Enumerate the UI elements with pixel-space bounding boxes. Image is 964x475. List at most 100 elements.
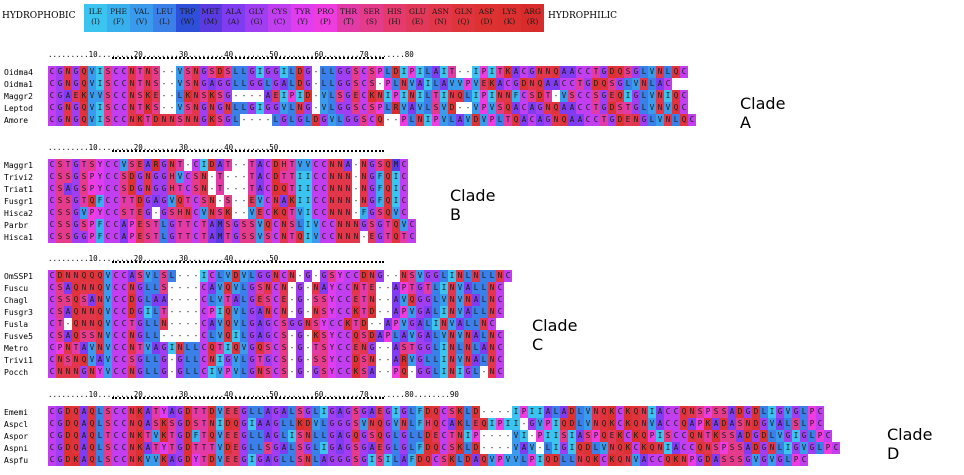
residue-cell: I <box>96 78 104 90</box>
residue-cell: A <box>672 442 680 454</box>
residue-cell: A <box>120 219 128 231</box>
residue-cell: C <box>320 219 328 231</box>
sequence-name: Ememi <box>4 407 29 417</box>
residue-cell: C <box>400 183 408 195</box>
residue-cell: L <box>280 430 288 442</box>
residue-cell: I <box>648 406 656 418</box>
residue-cell: V <box>632 78 640 90</box>
residue-cell: G <box>136 318 144 330</box>
residue-cell: Q <box>376 430 384 442</box>
legend-aa-code: (Q) <box>457 17 470 26</box>
residue-cell: S <box>496 102 504 114</box>
residue-cell: L <box>464 442 472 454</box>
residue-cell: K <box>504 66 512 78</box>
residue-cell: V <box>528 442 536 454</box>
residue-cell: P <box>288 90 296 102</box>
residue-cell: G <box>384 442 392 454</box>
residue-cell: V <box>96 90 104 102</box>
gap-cell: - <box>240 183 248 195</box>
residue-cell: Q <box>80 66 88 78</box>
residue-cell: S <box>280 330 288 342</box>
residue-cell: G <box>264 318 272 330</box>
residue-cell: S <box>312 318 320 330</box>
gap-cell: - <box>168 282 176 294</box>
residue-cell: L <box>392 442 400 454</box>
residue-cell: G <box>264 102 272 114</box>
residue-cell: C <box>120 406 128 418</box>
residue-cell: P <box>432 114 440 126</box>
conserved-region-marker <box>112 150 384 155</box>
residue-cell: G <box>136 330 144 342</box>
residue-cell: S <box>280 318 288 330</box>
residue-cell: G <box>56 406 64 418</box>
residue-cell: T <box>200 406 208 418</box>
residue-cell: A <box>336 406 344 418</box>
residue-cell: N <box>208 418 216 430</box>
residue-cell: D <box>392 66 400 78</box>
residue-cell: N <box>176 342 184 354</box>
residue-cell: C <box>496 306 504 318</box>
residue-cell: E <box>232 406 240 418</box>
residue-cell: V <box>88 342 96 354</box>
residue-cell: T <box>384 231 392 243</box>
residue-cell: E <box>272 90 280 102</box>
residue-cell: L <box>672 114 680 126</box>
residue-cell: T <box>128 195 136 207</box>
residue-cell: C <box>568 78 576 90</box>
residue-cell: N <box>472 270 480 282</box>
residue-cell: V <box>400 219 408 231</box>
residue-cell: G <box>744 406 752 418</box>
residue-cell: G <box>72 231 80 243</box>
gap-cell: - <box>288 366 296 378</box>
gap-cell: - <box>192 318 200 330</box>
residue-cell: I <box>544 430 552 442</box>
residue-cell: G <box>72 171 80 183</box>
residue-cell: V <box>648 418 656 430</box>
residue-cell: Q <box>88 406 96 418</box>
residue-cell: C <box>672 406 680 418</box>
residue-cell: L <box>432 354 440 366</box>
gap-cell: - <box>240 159 248 171</box>
residue-cell: N <box>128 78 136 90</box>
residue-cell: C <box>104 195 112 207</box>
residue-cell: N <box>144 66 152 78</box>
residue-cell: K <box>448 454 456 466</box>
residue-cell: Q <box>680 406 688 418</box>
residue-cell: K <box>672 454 680 466</box>
residue-cell: L <box>328 102 336 114</box>
residue-cell: L <box>96 442 104 454</box>
residue-cell: C <box>336 366 344 378</box>
residue-cell: L <box>152 330 160 342</box>
residue-cell: G <box>136 282 144 294</box>
residue-cell: D <box>208 454 216 466</box>
gap-cell: - <box>464 102 472 114</box>
sequence-name: Fusve5 <box>4 331 33 341</box>
residue-cell: C <box>112 102 120 114</box>
residue-cell: G <box>544 114 552 126</box>
residue-cell: A <box>520 442 528 454</box>
residue-cell: N <box>64 366 72 378</box>
residue-cell: C <box>520 102 528 114</box>
residue-cell: H <box>176 207 184 219</box>
gap-cell: - <box>312 90 320 102</box>
residue-cell: T <box>352 318 360 330</box>
residue-cell: S <box>248 219 256 231</box>
residue-cell: S <box>64 195 72 207</box>
residue-cell: G <box>272 406 280 418</box>
residue-cell: L <box>312 406 320 418</box>
residue-cell: G <box>72 207 80 219</box>
gap-cell: - <box>288 354 296 366</box>
residue-cell: I <box>248 454 256 466</box>
residue-cell: C <box>408 219 416 231</box>
residue-cell: E <box>480 78 488 90</box>
residue-cell: K <box>136 430 144 442</box>
gap-cell: - <box>384 114 392 126</box>
residue-cell: V <box>80 207 88 219</box>
residue-cell: L <box>240 102 248 114</box>
residue-cell: L <box>496 114 504 126</box>
residue-cell: D <box>128 183 136 195</box>
residue-cell: V <box>232 306 240 318</box>
residue-cell: S <box>88 159 96 171</box>
